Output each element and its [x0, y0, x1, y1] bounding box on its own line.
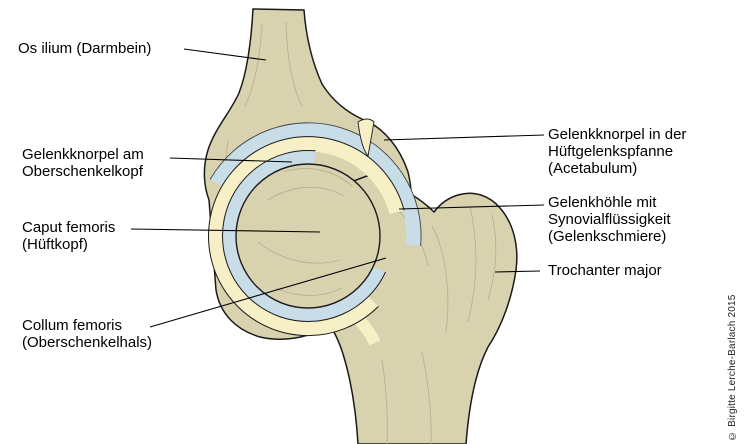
label-caput-femoris: Caput femoris (Hüftkopf): [22, 219, 116, 253]
label-os-ilium: Os ilium (Darmbein): [18, 40, 152, 57]
label-gelenkhoehle: Gelenkhöhle mit Synovialflüssigkeit (Gel…: [548, 194, 671, 245]
leader-os-ilium: [183, 48, 267, 61]
leader-gelenkhoehle: [398, 204, 545, 210]
synovial-neck-strip: [347, 307, 381, 346]
leader-collum: [149, 257, 387, 328]
femoral-head-cartilage: [222, 150, 386, 322]
leader-gelenkknorpel-pfanne: [383, 134, 545, 141]
label-gelenkknorpel-pfanne: Gelenkknorpel in der Hüftgelenkspfanne (…: [548, 126, 687, 177]
synovial-fluid: [208, 136, 405, 336]
label-trochanter-major: Trochanter major: [548, 262, 662, 279]
ligament-notch: [357, 118, 375, 158]
acetabulum-outer-outline: [209, 122, 422, 246]
leader-gelenkknorpel-kopf: [169, 157, 293, 163]
femur-texture-lines: [381, 205, 497, 444]
leader-trochanter: [494, 270, 541, 273]
leader-lines: [130, 48, 545, 328]
label-gelenkknorpel-oberschenkelkopf: Gelenkknorpel am Oberschenkelkopf: [22, 146, 144, 180]
copyright-credit: © Birgitte Lerche-Barlach 2015: [727, 294, 738, 441]
femoral-head: [235, 163, 381, 309]
head-texture-lines: [257, 168, 353, 296]
synovial-outer-outline: [208, 136, 405, 336]
leader-caput: [130, 228, 321, 233]
label-collum-femoris: Collum femoris (Oberschenkelhals): [22, 317, 153, 351]
acetabular-cartilage: [209, 122, 422, 246]
head-cartilage-outer-outline: [222, 149, 386, 322]
